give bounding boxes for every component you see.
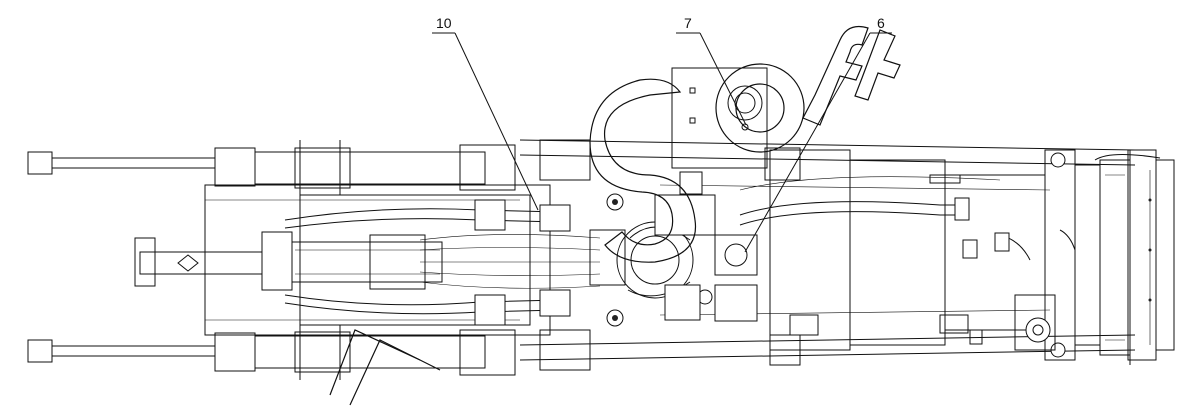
- callout-leaders: [432, 32, 892, 253]
- main-frame: [519, 139, 1136, 361]
- callout-6-label: 6: [877, 15, 885, 31]
- watermark-outline: [329, 25, 901, 406]
- callout-10-label: 10: [436, 15, 452, 31]
- radiator-assembly: [1014, 149, 1175, 365]
- callout-7-label: 7: [684, 15, 692, 31]
- frame-plates: [769, 314, 983, 366]
- rear-hoses: [739, 174, 1031, 261]
- front-hoses: [284, 208, 601, 315]
- center-hydraulic-cylinder: [134, 231, 443, 291]
- valve-blocks: [474, 193, 624, 327]
- hydraulic-tank: [671, 67, 801, 181]
- front-frame-body: [204, 139, 591, 371]
- pump-motor-assembly: [589, 171, 758, 322]
- upper-boom-arm: [27, 140, 516, 195]
- lower-boom-arm: [27, 325, 516, 380]
